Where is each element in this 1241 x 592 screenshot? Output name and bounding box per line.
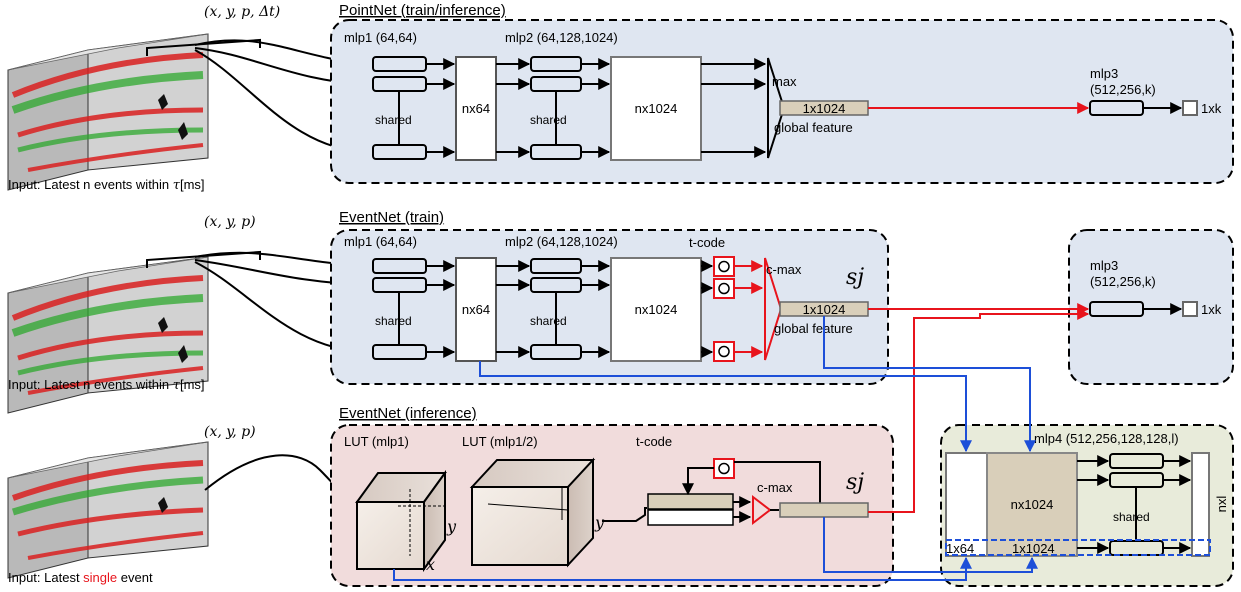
lut1-axis-y: y (446, 517, 457, 536)
segmentation-mlp4-label: mlp4 (512,256,128,128,l) (1034, 431, 1179, 446)
pointnet-out-label: 1xk (1201, 101, 1222, 116)
eventnet-train-arrows-a (426, 260, 456, 358)
pointnet-nx64-box (455, 56, 497, 161)
lut1-axis-x: x (426, 555, 435, 574)
pointnet-arrows-d (701, 58, 767, 158)
eventnet-train-nx1024-label: nx1024 (635, 302, 678, 317)
eventnet-inf-lut1-label: LUT (mlp1) (344, 434, 409, 449)
pointnet-shared-label-1: shared (375, 113, 412, 127)
seg-bottom-1x64-label: 1x64 (946, 541, 974, 556)
eventnet-train-nx1024-box (610, 257, 702, 362)
eventnet-inf-tcode-arrow (682, 467, 714, 496)
pointnet-output-box (1182, 100, 1198, 116)
pointnet-mlp1-label: mlp1 (64,64) (344, 30, 417, 45)
eventnet-train-mlp2-label: mlp2 (64,128,1024) (505, 234, 618, 249)
input-caption-1: Input: Latest n events within τ[ms] (8, 177, 205, 193)
input-caption-2: Input: Latest n events within τ[ms] (8, 377, 205, 393)
eventnet-train-mlp1-label: mlp1 (64,64) (344, 234, 417, 249)
eventnet-train-arrows-d (701, 260, 714, 358)
eventnet-train-global-label: global feature (774, 321, 853, 336)
pointnet-max-label: max (772, 74, 797, 89)
lut-mlp12-cube (469, 457, 596, 568)
pointnet-mlp3-block (1089, 100, 1144, 116)
eventnet-train-arrows-b (496, 260, 531, 358)
pointnet-nx64-label: nx64 (462, 101, 490, 116)
lut-to-feature-line (602, 507, 647, 522)
eventnet-train-cmax-pool (764, 257, 783, 361)
pointnet-title: PointNet (train/inference) (339, 2, 506, 19)
eventnet-train-tcode-label: t-code (689, 235, 725, 250)
eventnet-train-output-box (1182, 301, 1198, 317)
eventnet-train-mlp3-panel (1068, 229, 1234, 385)
seg-bottom-1x1024-label: 1x1024 (1012, 541, 1055, 556)
eventnet-train-tcode-icons (713, 256, 735, 362)
eventnet-train-cmax-label: c-max (766, 262, 802, 277)
seg-nx1024-box (986, 452, 1078, 557)
blue-cross-arrows (393, 316, 1038, 581)
eventnet-train-nx64-label: nx64 (462, 302, 490, 317)
eventnet-train-mlp1-blocks (372, 258, 427, 360)
lut2-axis-y: y (594, 513, 605, 532)
eventnet-inf-lut2-label: LUT (mlp1/2) (462, 434, 538, 449)
seg-arrows-a (1077, 455, 1110, 554)
eventnet-train-arrows-c (581, 260, 611, 358)
seg-shared-label: shared (1113, 510, 1150, 524)
seg-nx1024-label: nx1024 (1011, 497, 1054, 512)
input-image-1: (x, y, p, Δt) Input: Latest n events wit… (7, 4, 280, 193)
pointnet-feature-label: 1x1024 (803, 101, 846, 116)
eventnet-train-out-label: 1xk (1201, 302, 1222, 317)
eventnet-train-nx64-box (455, 257, 497, 362)
eventnet-inf-sj-label: sj (846, 470, 864, 495)
eventnet-train-mlp3-label-a: mlp3 (1090, 258, 1118, 273)
input-tuple-3: (x, y, p) (204, 424, 256, 440)
pointnet-shared-label-2: shared (530, 113, 567, 127)
eventnet-inf-cmax-label: c-max (757, 480, 793, 495)
eventnet-train-shared-label-2: shared (530, 314, 567, 328)
pointnet-max-pool (767, 57, 786, 159)
pointnet-global-label: global feature (774, 120, 853, 135)
eventnet-inf-feedback-line (734, 461, 821, 511)
eventnet-train-mlp3-block (1089, 301, 1144, 317)
eventnet-train-mlp3-label-b: (512,256,k) (1090, 274, 1156, 289)
eventnet-inf-tcode-circle (718, 462, 730, 475)
seg-arrows-b (1163, 455, 1192, 554)
pointnet-arrows-c (581, 58, 611, 158)
input-tuple-1: (x, y, p, Δt) (204, 4, 280, 20)
eventnet-inf-tcode-icon (713, 458, 735, 479)
pointnet-mlp3-label-a: mlp3 (1090, 66, 1118, 81)
pointnet-mlp2-blocks (530, 56, 582, 160)
input-image-3: (x, y, p) Input: Latest single event (7, 424, 256, 585)
pointnet-nx1024-label: nx1024 (635, 101, 678, 116)
eventnet-train-shared-label-1: shared (375, 314, 412, 328)
eventnet-inf-sj-box (779, 502, 869, 518)
seg-inference-row-box (945, 539, 1211, 556)
red-cross-arrows (868, 303, 1090, 513)
eventnet-inf-cmax-pool (752, 494, 772, 526)
pointnet-arrows-a (426, 58, 456, 158)
eventnet-train-red-arrows (734, 260, 764, 358)
seg-nxl-label: nxl (1214, 496, 1229, 513)
input-caption-3: Input: Latest single event (8, 570, 153, 585)
eventnet-inf-tcode-label: t-code (636, 434, 672, 449)
pointnet-mlp3-label-b: (512,256,k) (1090, 82, 1156, 97)
eventnet-inf-feature-arrows (733, 496, 752, 523)
eventnet-train-title: EventNet (train) (339, 209, 444, 226)
seg-nx64-box (945, 452, 988, 557)
lut-mlp1-cube (355, 469, 447, 573)
eventnet-inf-feature-upper (647, 493, 734, 510)
input-image-2: (x, y, p) Input: Latest n events within … (7, 214, 256, 414)
eventnet-train-sj-label: sj (846, 265, 864, 290)
input-tuple-2: (x, y, p) (204, 214, 256, 230)
pointnet-nx1024-box (610, 56, 702, 161)
pointnet-arrows-b (496, 58, 531, 158)
pointnet-mlp2-label: mlp2 (64,128,1024) (505, 30, 618, 45)
eventnet-inf-feature-lower (647, 509, 734, 526)
eventnet-inference-title: EventNet (inference) (339, 405, 477, 422)
eventnet-train-feature-label: 1x1024 (803, 302, 846, 317)
